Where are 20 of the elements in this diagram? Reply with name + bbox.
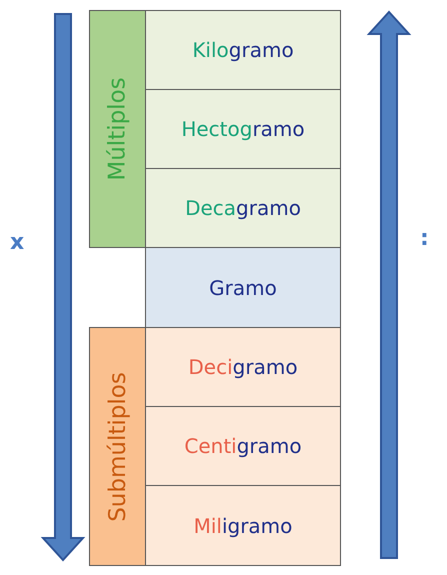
category-band [89, 327, 146, 566]
unit-name: Hectogramo [181, 117, 305, 141]
unit-cell [145, 247, 341, 328]
category-label: Múltiplos [104, 77, 130, 181]
operation-sign: x [10, 230, 24, 255]
unit-name: Centigramo [184, 434, 302, 458]
unit-cell [145, 327, 341, 407]
unit-name: Decagramo [185, 196, 301, 220]
operation-sign: : [420, 226, 429, 251]
category-label: Submúltiplos [104, 372, 130, 522]
unit-cell [145, 485, 341, 566]
unit-name: Gramo [209, 276, 277, 300]
unit-cell [145, 406, 341, 486]
category-band [89, 10, 146, 248]
unit-name: Decigramo [188, 355, 298, 379]
unit-name: Miligramo [194, 514, 292, 538]
unit-cell [145, 89, 341, 169]
unit-cell [145, 10, 341, 90]
unit-cell [145, 168, 341, 248]
unit-name: Kilogramo [192, 38, 294, 62]
